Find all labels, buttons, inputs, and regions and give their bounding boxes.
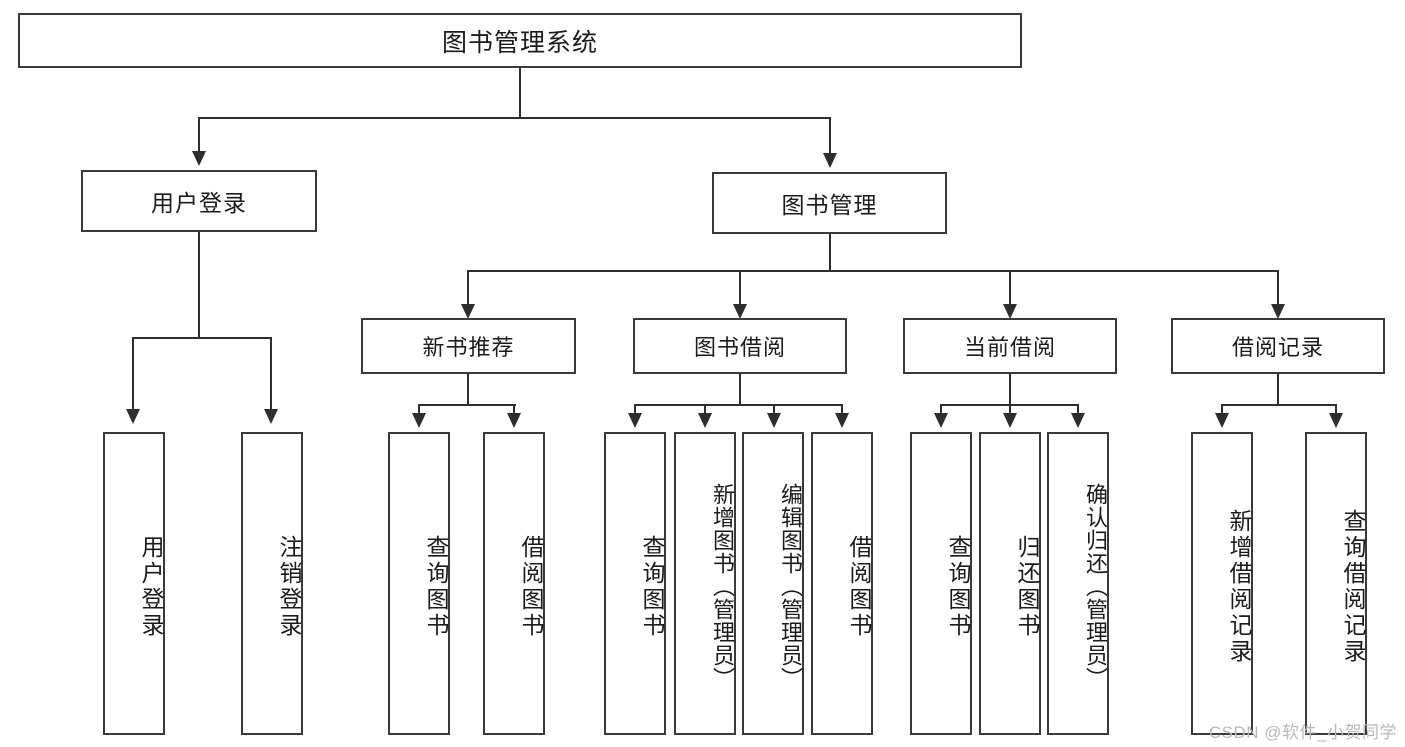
node-label: 注销登录 [276,534,302,639]
node-label: 用户登录 [138,534,164,639]
node-label: 图书管理系统 [441,28,598,57]
connector-bus-to-book-borrow [739,270,741,304]
arrow-root-to-user-login [192,151,206,166]
connector-book-management-stem [829,234,831,270]
connector-book-borrow-to-leaf-4 [841,404,843,415]
leaf-current-borrow-query-book[interactable]: 查询图书 [910,432,972,735]
node-label: 借阅图书 [846,534,872,639]
node-label: 借阅图书 [518,534,544,639]
node-label: 确认归还（管理员） [1083,483,1108,690]
leaf-book-borrow-edit-book[interactable]: 编辑图书（管理员） [742,432,804,735]
connector-borrow-records-bus [1222,404,1337,406]
arrow-root-to-book-management [823,153,837,168]
leaf-book-borrow-query-book[interactable]: 查询图书 [604,432,666,735]
node-label: 归还图书 [1014,534,1040,639]
connector-root-to-user-login [198,117,200,151]
node-label: 新书推荐 [422,335,515,360]
connector-new-book-to-leaf-1 [418,404,420,415]
watermark-text: CSDN @软件_小贺同学 [1208,723,1397,742]
arrow-current-borrow-to-leaf-3 [1071,413,1085,428]
arrow-book-borrow-to-leaf-4 [835,413,849,428]
node-book-borrow[interactable]: 图书借阅 [633,318,847,374]
node-label: 借阅记录 [1231,335,1324,360]
connector-borrow-records-stem [1277,374,1279,404]
connector-current-borrow-to-leaf-2 [1009,404,1011,415]
connector-level3-bus [468,270,1279,272]
leaf-new-book-borrow-book[interactable]: 借阅图书 [483,432,545,735]
connector-borrow-records-to-leaf-2 [1335,404,1337,415]
connector-current-borrow-to-leaf-3 [1077,404,1079,415]
arrow-user-login-to-leaf-2 [264,409,278,424]
connector-new-book-stem [467,374,469,404]
connector-root-stem [519,68,521,117]
arrow-borrow-records-to-leaf-1 [1215,413,1229,428]
node-label: 编辑图书（管理员） [778,483,803,690]
node-label: 用户登录 [151,190,247,216]
node-user-login[interactable]: 用户登录 [81,170,317,232]
node-label: 查询图书 [945,534,971,639]
connector-book-borrow-bus [635,404,842,406]
arrow-bus-to-new-book [461,304,475,319]
leaf-borrow-records-query-record[interactable]: 查询借阅记录 [1305,432,1367,735]
arrow-book-borrow-to-leaf-2 [698,413,712,428]
leaf-book-borrow-add-book[interactable]: 新增图书（管理员） [674,432,736,735]
connector-current-borrow-stem [1009,374,1011,404]
node-label: 查询借阅记录 [1340,508,1366,665]
connector-bus-to-borrow-records [1277,270,1279,304]
node-label: 新增借阅记录 [1226,508,1252,665]
node-root-book-management-system[interactable]: 图书管理系统 [18,13,1022,68]
node-label: 图书借阅 [693,335,786,360]
node-label: 当前借阅 [963,335,1056,360]
node-label: 新增图书（管理员） [710,483,735,690]
connector-book-borrow-to-leaf-2 [704,404,706,415]
connector-borrow-records-to-leaf-1 [1221,404,1223,415]
connector-root-bus [199,117,831,119]
connector-bus-to-new-book [467,270,469,304]
connector-user-login-to-leaf-1 [132,337,134,409]
connector-bus-to-current-borrow [1009,270,1011,304]
arrow-bus-to-book-borrow [733,304,747,319]
connector-current-borrow-to-leaf-1 [940,404,942,415]
node-new-book-recommend[interactable]: 新书推荐 [361,318,576,374]
connector-new-book-bus [419,404,516,406]
node-label: 查询图书 [639,534,665,639]
node-borrow-records[interactable]: 借阅记录 [1171,318,1385,374]
connector-book-borrow-to-leaf-1 [634,404,636,415]
arrow-book-borrow-to-leaf-1 [628,413,642,428]
node-book-management[interactable]: 图书管理 [712,172,947,234]
connector-user-login-stem [198,232,200,337]
arrow-borrow-records-to-leaf-2 [1329,413,1343,428]
arrow-current-borrow-to-leaf-1 [934,413,948,428]
node-label: 查询图书 [423,534,449,639]
node-label: 图书管理 [781,192,878,218]
leaf-borrow-records-add-record[interactable]: 新增借阅记录 [1191,432,1253,735]
connector-new-book-to-leaf-2 [513,404,515,415]
arrow-new-book-to-leaf-1 [412,413,426,428]
connector-book-borrow-stem [739,374,741,404]
leaf-book-borrow-borrow-book[interactable]: 借阅图书 [811,432,873,735]
leaf-current-borrow-confirm-return[interactable]: 确认归还（管理员） [1047,432,1109,735]
connector-root-to-book-management [829,117,831,153]
arrow-book-borrow-to-leaf-3 [767,413,781,428]
connector-user-login-to-leaf-2 [270,337,272,409]
arrow-bus-to-current-borrow [1003,304,1017,319]
connector-book-borrow-to-leaf-3 [773,404,775,415]
node-current-borrow[interactable]: 当前借阅 [903,318,1117,374]
leaf-user-login-login[interactable]: 用户登录 [103,432,165,735]
arrow-current-borrow-to-leaf-2 [1003,413,1017,428]
arrow-user-login-to-leaf-1 [126,409,140,424]
leaf-current-borrow-return-book[interactable]: 归还图书 [979,432,1041,735]
connector-user-login-bus [133,337,272,339]
leaf-user-login-logout[interactable]: 注销登录 [241,432,303,735]
arrow-new-book-to-leaf-2 [507,413,521,428]
arrow-bus-to-borrow-records [1271,304,1285,319]
leaf-new-book-query-book[interactable]: 查询图书 [388,432,450,735]
